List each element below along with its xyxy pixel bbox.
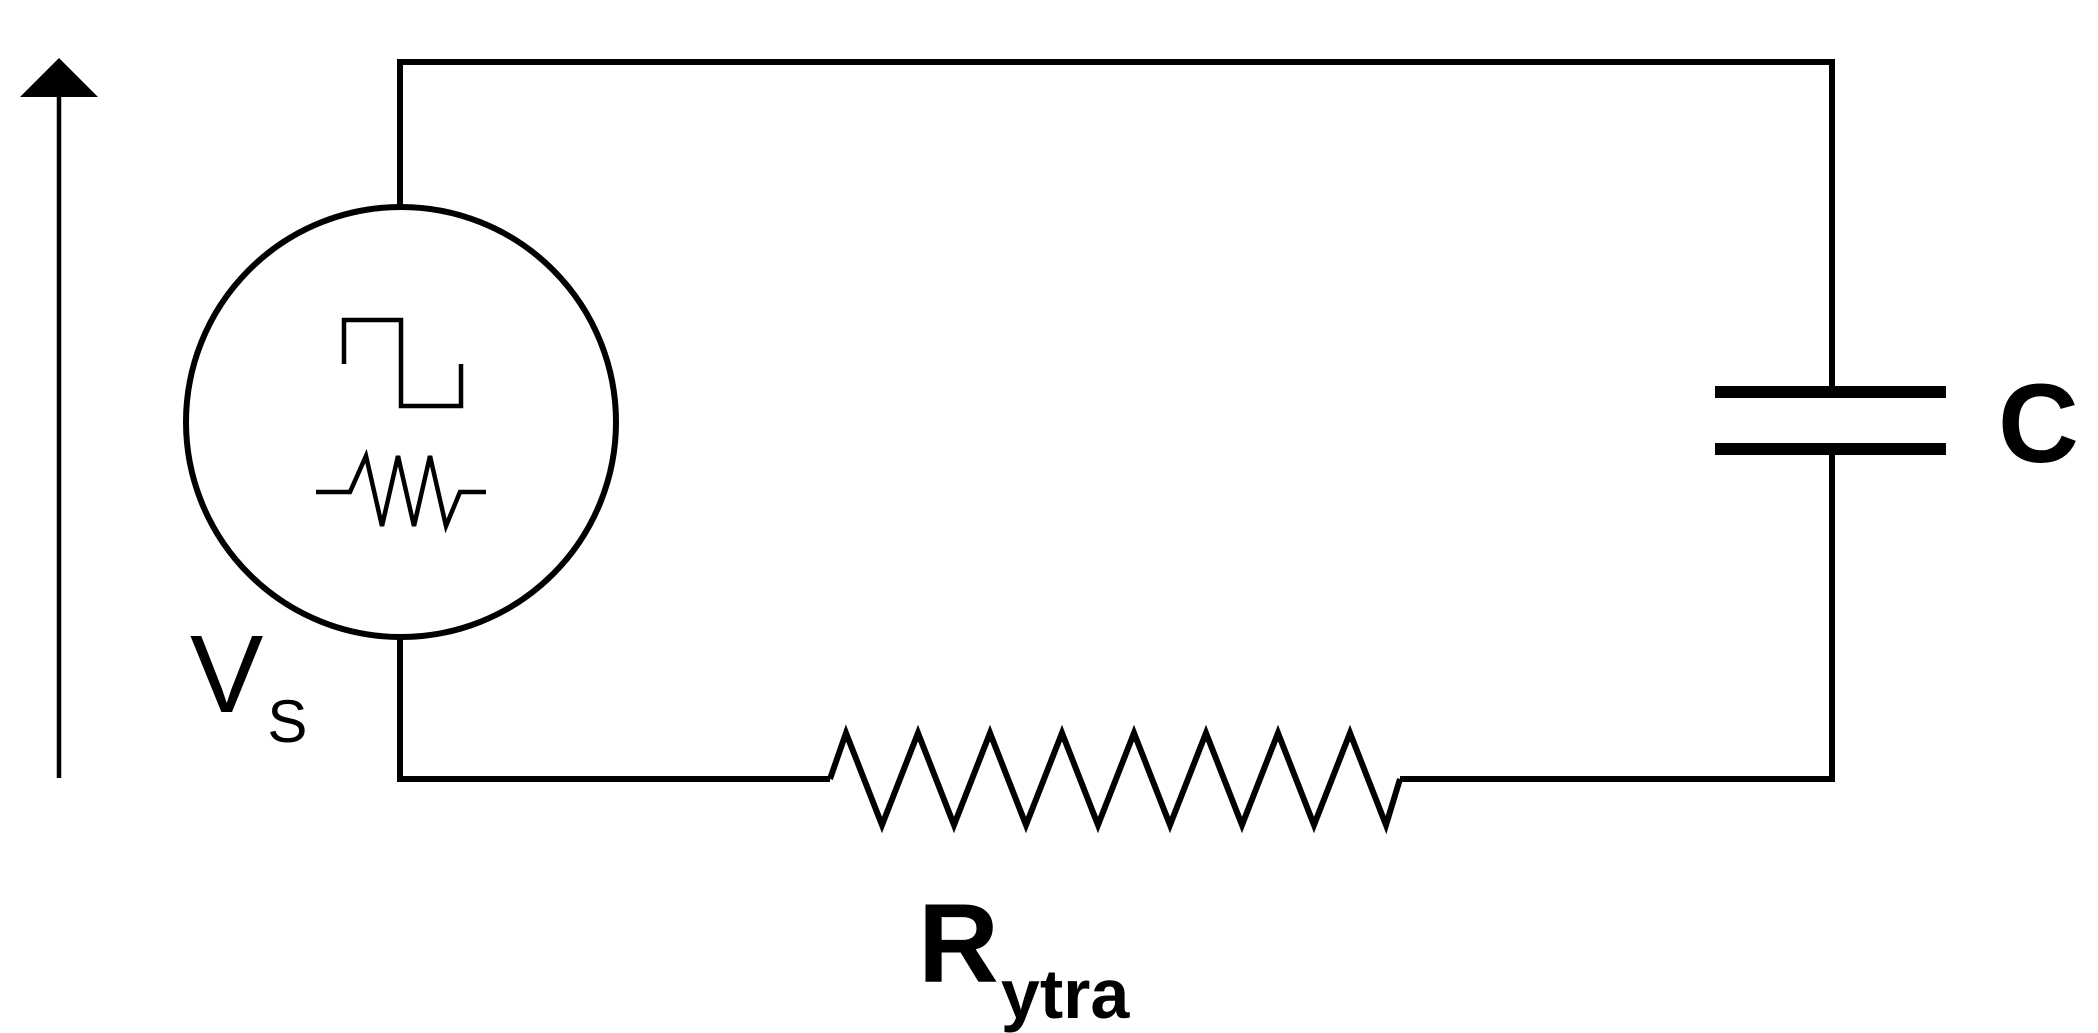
internal-resistor-icon [316, 448, 486, 534]
circuit-wires [397, 59, 1835, 782]
square-wave-icon [341, 317, 464, 409]
resistor-label: Rytra [918, 888, 1129, 1030]
resistor-label-sub: ytra [1000, 955, 1130, 1033]
source-label-main: V [190, 613, 264, 736]
voltage-source-icon [183, 204, 619, 640]
source-label-sub: S [267, 688, 308, 755]
resistor-label-main: R [918, 881, 999, 1006]
voltage-arrow-icon [20, 58, 98, 778]
capacitor-label: C [1998, 361, 2079, 486]
source-voltage-label: VS [190, 620, 307, 752]
capacitor-icon [1715, 386, 1946, 455]
resistor-icon [827, 724, 1403, 835]
